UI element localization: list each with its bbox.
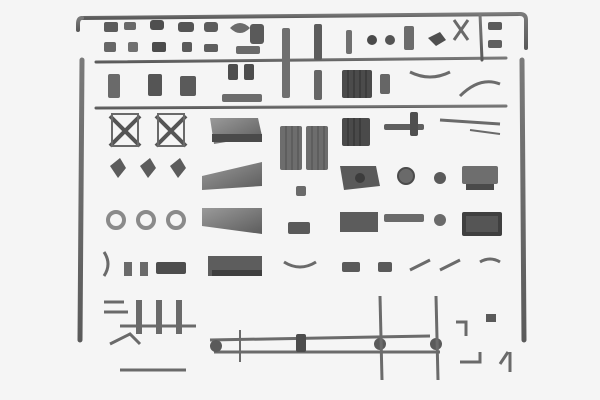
row-four-parts	[110, 158, 498, 196]
row-three-parts	[108, 112, 501, 170]
row-five-parts	[106, 208, 502, 236]
row-two-parts	[108, 64, 501, 102]
top-row-parts	[104, 19, 502, 100]
row-six-parts	[102, 251, 501, 277]
lower-section-parts	[104, 295, 512, 381]
